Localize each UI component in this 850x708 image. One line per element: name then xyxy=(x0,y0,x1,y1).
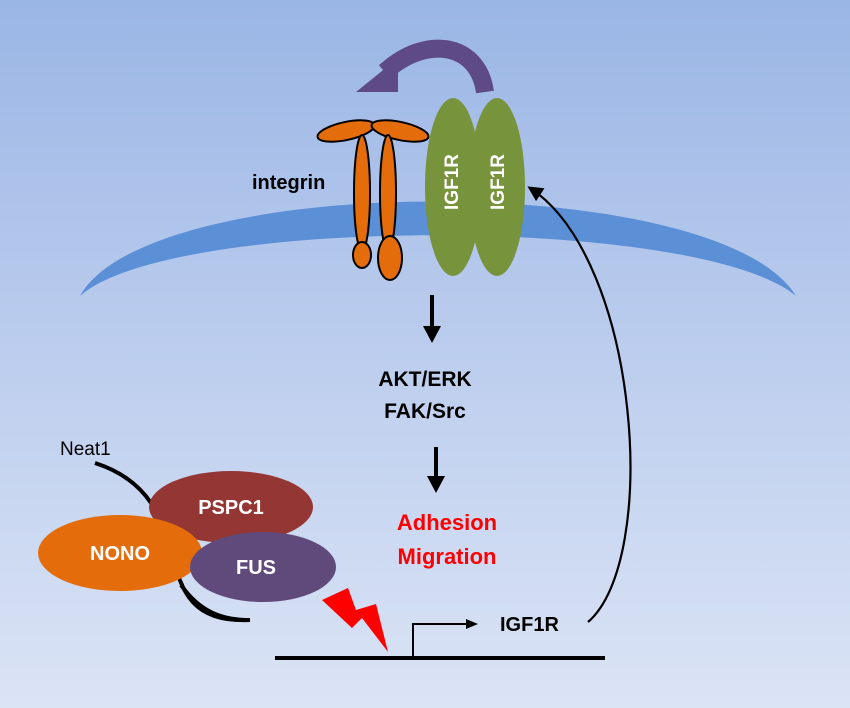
nono-protein xyxy=(38,515,202,591)
expression-feedback-arrow xyxy=(527,186,632,623)
neat1-rna-strand-front xyxy=(179,583,251,622)
fus-protein xyxy=(190,532,336,602)
igf1r-gene-label: IGF1R xyxy=(500,614,559,636)
pspc1-protein xyxy=(149,471,313,543)
down-arrow-icon xyxy=(427,447,445,493)
fus-label: FUS xyxy=(236,557,276,579)
pathway-label-akt-erk: AKT/ERK xyxy=(378,368,471,391)
feedback-arrow-icon xyxy=(356,39,494,94)
integrin-label: integrin xyxy=(252,172,325,194)
promoter-arrow-icon xyxy=(412,619,478,658)
outcome-label-adhesion: Adhesion xyxy=(397,510,497,535)
neat1-label: Neat1 xyxy=(60,439,111,460)
igf1r-label-left: IGF1R xyxy=(442,154,463,210)
igf1r-label-right: IGF1R xyxy=(488,154,509,210)
down-arrow-icon xyxy=(423,295,441,343)
igf1r-receptor-left xyxy=(425,98,481,276)
integrin-receptor xyxy=(316,119,430,281)
pathway-label-fak-src: FAK/Src xyxy=(384,400,466,423)
lightning-icon xyxy=(322,588,388,652)
nono-label: NONO xyxy=(90,543,150,565)
pspc1-label: PSPC1 xyxy=(198,497,264,519)
outcome-label-migration: Migration xyxy=(398,544,497,569)
igf1r-receptor-right xyxy=(469,98,525,276)
cell-membrane xyxy=(80,201,796,296)
